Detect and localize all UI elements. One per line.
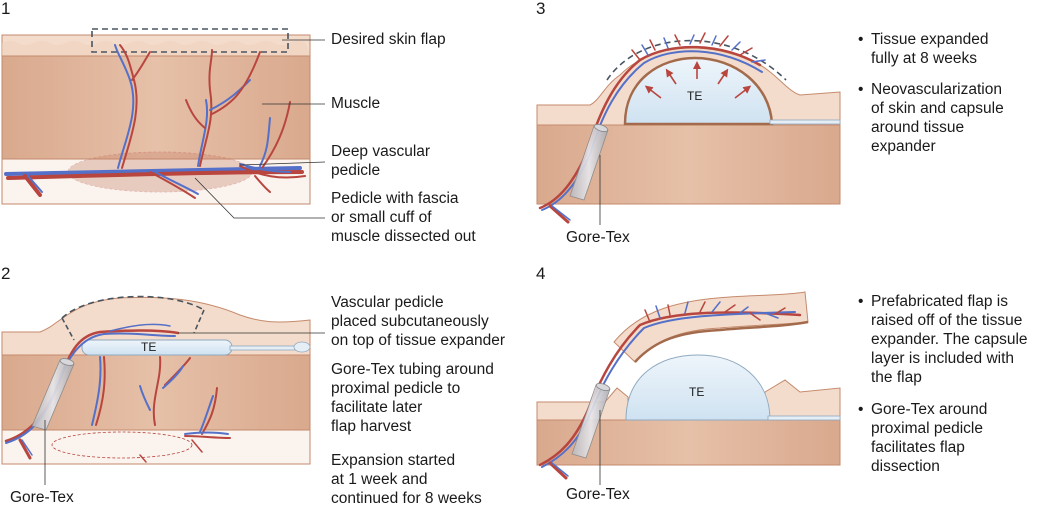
panel-3-bullet-1: Tissue expanded fully at 8 weeks xyxy=(858,30,1004,68)
panel-2-fascia-layer xyxy=(1,429,311,465)
panel-2-vessels xyxy=(4,323,231,463)
panel-3-flap-outline xyxy=(606,39,787,81)
pedicle-with-fascia-label: Pedicle with fascia or small cuff of mus… xyxy=(331,190,476,245)
gore-tex-tubing-label: Gore-Tex tubing around proximal pedicle … xyxy=(331,361,494,435)
panel-4-skin-left xyxy=(536,387,629,421)
panel-2-dissection-ellipse xyxy=(51,431,193,459)
panel-2-leader-lines xyxy=(44,332,325,485)
panel-3-gore-tex-label: Gore-Tex xyxy=(566,229,630,246)
panel-3-expander-tube xyxy=(769,119,841,125)
expansion-label: Expansion started at 1 week and continue… xyxy=(331,452,482,507)
panel-2-gore-tex-tube xyxy=(31,358,75,431)
panel-3-gore-tex-tube xyxy=(569,124,609,201)
panel-2-tissue-expander xyxy=(81,339,233,356)
panel-4-skin-right xyxy=(764,379,841,421)
panel-4-expander-tube xyxy=(767,415,841,421)
desired-skin-flap-label: Desired skin flap xyxy=(331,31,446,48)
panel-4-illustration xyxy=(536,291,841,485)
panel-2-number: 2 xyxy=(1,264,11,283)
panel-2-injection-port xyxy=(293,341,311,353)
panel-1-muscle-layer xyxy=(1,55,311,160)
panel-3-te-label: TE xyxy=(687,89,703,103)
panel-2-expander-tube xyxy=(229,345,301,351)
panel-3-vessels xyxy=(538,32,766,224)
panel-3-tissue-expander xyxy=(623,56,774,126)
panel-2-skin-layer xyxy=(1,296,311,356)
panel-2-flap-outline xyxy=(61,295,205,319)
panel-1-vessels xyxy=(4,44,306,199)
muscle-label: Muscle xyxy=(331,95,381,112)
panel-4-bullet-list: Prefabricated flap is raised off of the … xyxy=(858,292,1028,487)
panel-1-leader-lines xyxy=(194,39,326,219)
panel-4-gore-tex-tube xyxy=(571,383,611,459)
panel-4-bullet-2: Gore-Tex around proximal pedicle facilit… xyxy=(858,400,1028,476)
panel-1-illustration xyxy=(1,28,326,219)
panel-2-te-label: TE xyxy=(141,340,157,354)
vascular-pedicle-label: Vascular pedicle placed subcutaneously o… xyxy=(331,294,506,349)
panel-1-number: 1 xyxy=(1,0,11,18)
panel-4-raised-flap xyxy=(613,291,809,363)
panel-3-illustration xyxy=(536,32,841,225)
panel-3-bullet-list: Tissue expanded fully at 8 weeks Neovasc… xyxy=(858,30,1004,167)
panel-4-tissue-expander xyxy=(625,354,771,421)
panel-4-te-label: TE xyxy=(689,385,705,399)
panel-4-bullet-1: Prefabricated flap is raised off of the … xyxy=(858,292,1028,387)
panel-3-expansion-arrows xyxy=(644,61,752,99)
panel-2-gore-tex-label: Gore-Tex xyxy=(10,489,74,506)
panel-2-illustration xyxy=(1,295,325,485)
panel-4-number: 4 xyxy=(536,264,546,283)
panel-4-gore-tex-label: Gore-Tex xyxy=(566,486,630,503)
panel-4-vessels xyxy=(538,301,802,480)
panel-3-bullet-2: Neovascularization of skin and capsule a… xyxy=(858,80,1004,156)
panel-3-number: 3 xyxy=(536,0,546,18)
deep-vascular-pedicle-label: Deep vascular pedicle xyxy=(331,143,431,179)
